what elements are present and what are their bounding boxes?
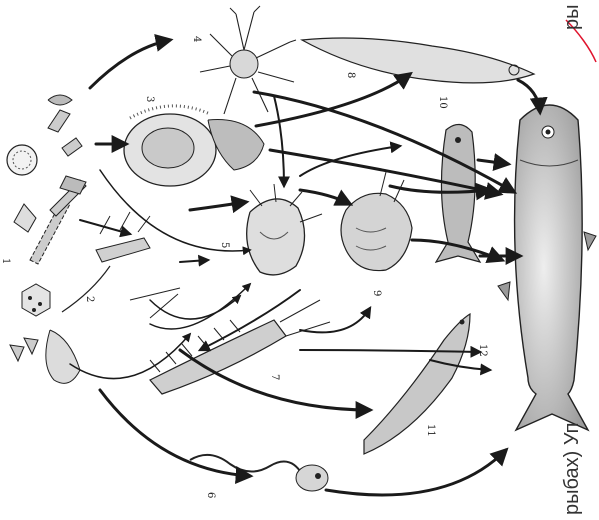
phytoplankton-group — [7, 95, 86, 264]
page-edge-text: рыбах) Уп — [561, 423, 583, 515]
label-6: 6 — [205, 492, 216, 498]
label-9: 9 — [371, 290, 382, 296]
label-5: 5 — [219, 242, 230, 248]
label-3: 3 — [144, 96, 155, 102]
arrow-worm-organism — [190, 455, 328, 491]
feeding-arrows — [70, 40, 540, 495]
label-7: 7 — [269, 374, 280, 380]
amphipod-organism — [341, 172, 412, 271]
label-11: 11 — [425, 424, 436, 437]
jellyfish-larva-organism — [247, 184, 322, 275]
label-1: 1 — [0, 258, 11, 264]
label-4: 4 — [191, 36, 202, 42]
label-2: 2 — [84, 296, 95, 302]
label-8: 8 — [345, 72, 356, 78]
label-12: 12 — [477, 344, 488, 357]
page-edge-text-top: ры — [561, 5, 583, 31]
large-fish-organism — [498, 105, 596, 430]
slender-fish-organism — [364, 314, 470, 454]
eel-larva-organism — [302, 38, 534, 83]
label-10: 10 — [437, 96, 448, 109]
mollusc-organism — [124, 106, 264, 186]
